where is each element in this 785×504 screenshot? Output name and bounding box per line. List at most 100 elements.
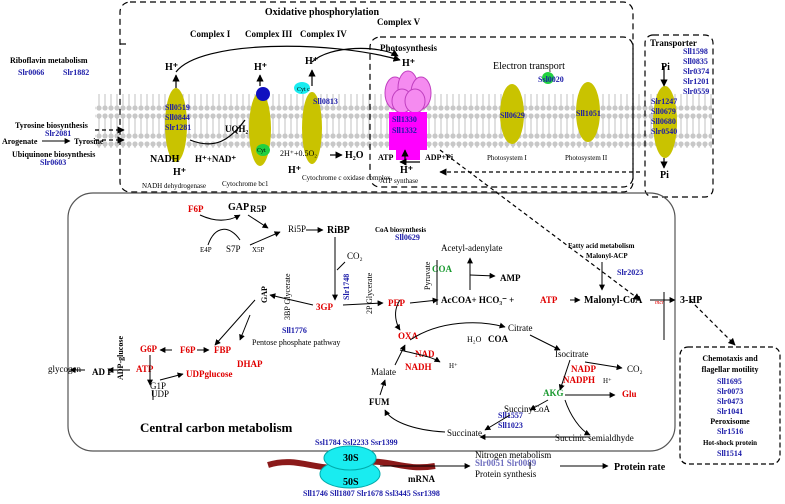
nadh-label: NADH [150, 154, 180, 165]
gene-slr2023: Slr2023 [617, 268, 643, 277]
gene-slr0473: Slr0473 [717, 397, 743, 406]
gene-sll0680: Sll0680 [651, 117, 676, 126]
oxphos-box [119, 1, 634, 193]
adp-label: AD P [92, 367, 113, 377]
citrate: Citrate [508, 323, 533, 333]
hot-shock-label: Hot-shock protein [703, 439, 757, 447]
acetyl-adenylate: Acetyl-adenylate [441, 243, 502, 253]
gene-slr0540: Slr0540 [651, 127, 677, 136]
coa-tca: COA [488, 334, 509, 344]
ubiquinone-label: Ubiquinone biosynthesis [12, 150, 95, 159]
translation-arrows [380, 462, 609, 469]
ribosome-icon [267, 445, 436, 489]
f6p-top: F6P [188, 204, 204, 214]
x5p: X5P [252, 246, 265, 254]
hplus-nadph: H⁺ [603, 377, 612, 385]
photosystem-i-protein [500, 84, 524, 144]
oxa: OXA [398, 331, 419, 341]
fbp: FBP [214, 345, 232, 355]
gene-sll0835: Sll0835 [683, 57, 708, 66]
complex-i-label: Complex I [190, 29, 231, 39]
gene-sll1776: Sll1776 [282, 326, 307, 335]
gene-ssl0020: Ssl0020 [538, 75, 564, 84]
complex-i-protein [165, 88, 187, 162]
cyt-text: Cyt [257, 148, 266, 154]
transporter-box [644, 34, 714, 198]
ribosome-30s: 30S [343, 453, 359, 464]
peroxisome-label: Peroxisome [710, 417, 750, 426]
central-metabolism-title: Central carbon metabolism [140, 420, 293, 435]
chemotaxis-box [679, 346, 781, 465]
pi-top: Pi [661, 62, 670, 73]
co2-calvin: CO₂ [347, 251, 363, 261]
ribp: RiBP [327, 225, 350, 236]
pyruvate: Pyruvate [423, 261, 432, 290]
f6p: F6P [180, 345, 196, 355]
gene-sll1514: Sll1514 [717, 449, 742, 458]
oxphos-title: Oxidative phosphorylation [265, 7, 380, 18]
metabolism-arrows [69, 214, 676, 440]
gap-mid: GAP [260, 286, 269, 303]
gene-sll1695: Sll1695 [717, 377, 742, 386]
malonyl-coa: Malonyl-CoA [584, 295, 643, 306]
hplus-c1-bottom: H⁺ [173, 167, 186, 178]
photosystem-ii-label: Photosystem II [565, 154, 608, 162]
s7p: S7P [226, 244, 241, 254]
fatty-acid-label: Fatty acid metabolism [568, 242, 635, 250]
succinate: Succinate [447, 428, 482, 438]
gene-sll1330: Sll1330 [392, 115, 417, 124]
gene-sll0629-ps: Sll0629 [500, 111, 525, 120]
glu: Glu [622, 389, 637, 399]
hplus-c1: H⁺ [165, 62, 178, 73]
water-reaction: 2H⁺+0.5O₂ [280, 149, 317, 158]
gap-top: GAP [228, 202, 249, 213]
nadh-dehydrogenase-label: NADH dehydrogenase [142, 182, 206, 190]
gene-sll0679: Sll0679 [651, 107, 676, 116]
gene-slr1041: Slr1041 [717, 407, 743, 416]
gene-slr0374: Slr0374 [683, 67, 709, 76]
gene-slr1748: Slr1748 [342, 274, 351, 300]
nitrogen-metabolism-label: Nitrogen metabolism [475, 450, 551, 460]
transporter-title: Transporter [650, 38, 697, 48]
gene-slr0603: Slr0603 [40, 158, 66, 167]
mrna-label: mRNA [408, 474, 435, 484]
pentose-phosphate-label: Pentose phosphate pathway [252, 338, 340, 347]
atp-membrane: ATP [378, 153, 394, 162]
gene-sll1557: Sll1557 [498, 411, 523, 420]
atp-synthase-icon [384, 70, 432, 160]
akg: AKG [543, 388, 564, 398]
atp-red: ATP [540, 295, 558, 305]
protein-synthesis-label: Protein synthesis [475, 469, 537, 479]
gene-slr1882: Slr1882 [63, 68, 89, 77]
gene-slr0073: Slr0073 [717, 387, 743, 396]
succinic-semialdehyde: Succinic semialdhyde [555, 433, 634, 443]
r5p: R5P [250, 204, 267, 214]
amp: AMP [500, 273, 521, 283]
atp-glycolysis: ATP [136, 364, 154, 374]
gene-slr1281: Slr1281 [165, 123, 191, 132]
photosynthesis-title: Photosynthesis [380, 43, 438, 53]
g6p: G6P [140, 344, 158, 354]
hplus-c4-bottom: H⁺ [288, 165, 301, 176]
gene-sll1332: Sll1332 [392, 126, 417, 135]
oxphos-arrows [95, 43, 736, 346]
electron-transport-label: Electron transport [493, 61, 565, 72]
cyt-c-text: Cyt c [297, 87, 310, 93]
e4p: E4P [200, 246, 212, 254]
glycogen: glycogen [48, 364, 81, 374]
adp-pi-label: ADP+Pi [425, 153, 454, 162]
gene-slr0559: Slr0559 [683, 87, 709, 96]
complex-iv-protein [302, 92, 322, 164]
2p-glycerate: 2P Glycerate [365, 272, 374, 314]
malate: Malate [371, 367, 396, 377]
malonyl-acp: Malonyl-ACP [586, 252, 628, 260]
tyrosine-label: Tyrosine [74, 137, 104, 146]
ri5p: Ri5P [288, 224, 306, 234]
central-metabolism-box [67, 192, 676, 452]
arogenate-label: Arogenate [2, 137, 38, 146]
complex-iv-label: Complex IV [300, 29, 347, 39]
complex-iii-label: Complex III [245, 29, 293, 39]
coa-biosynthesis: CoA biosynthesis [375, 226, 426, 234]
photosystem-ii-protein [576, 82, 600, 142]
